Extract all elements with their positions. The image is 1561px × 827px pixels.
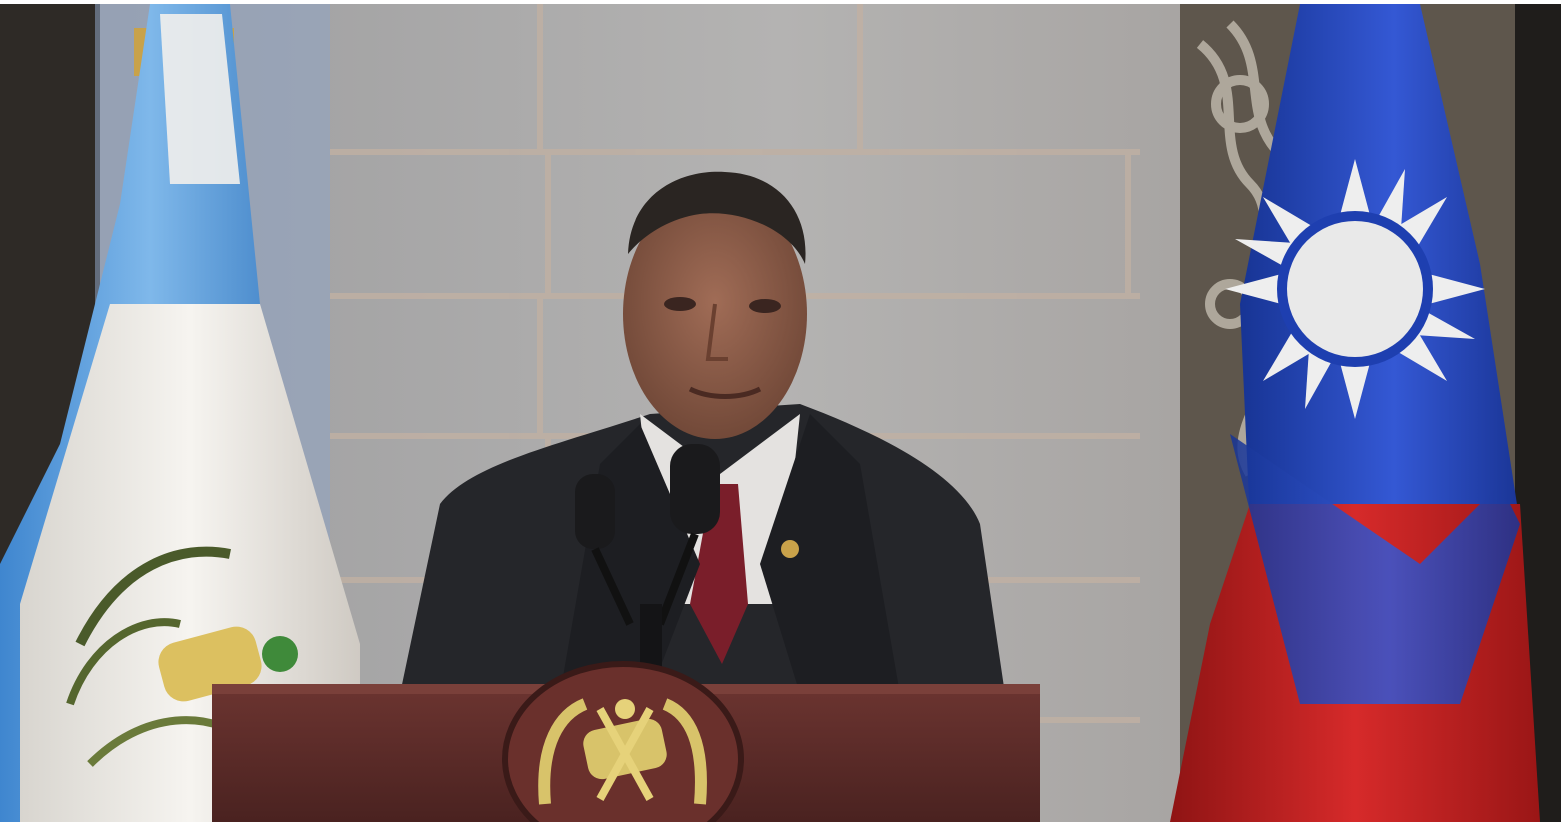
suit-lapel-left <box>560 424 700 694</box>
suit-lapel-right <box>760 414 900 694</box>
podium-coat-of-arms <box>502 661 744 822</box>
press-conference-photo <box>0 4 1561 822</box>
microphones <box>575 444 720 694</box>
lapel-pin <box>781 540 799 558</box>
republic-of-china-flag <box>1170 4 1540 822</box>
speaker-head <box>623 171 807 439</box>
flag-coat-of-arms <box>66 546 298 767</box>
photo-scene <box>0 4 1561 822</box>
white-sun-emblem <box>1225 159 1485 419</box>
